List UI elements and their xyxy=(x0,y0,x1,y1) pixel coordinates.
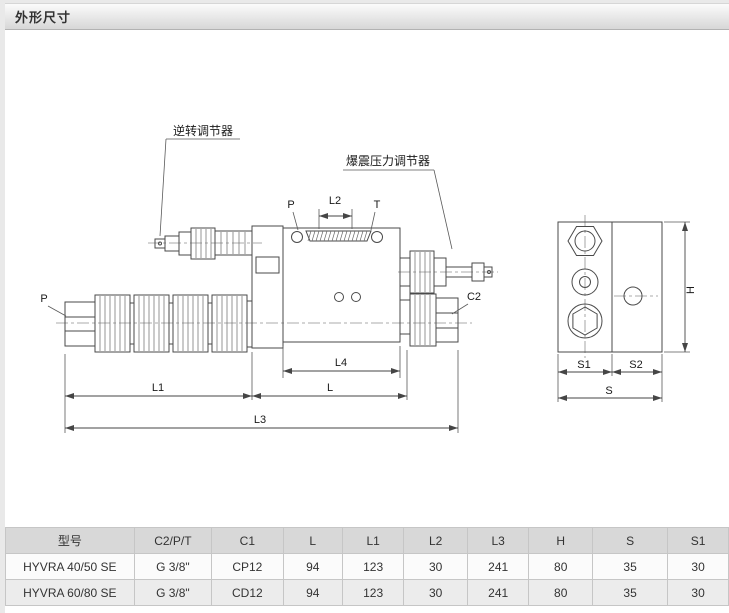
label-port-p-top: P xyxy=(287,199,294,211)
label-knock-adjuster: 爆震压力调节器 xyxy=(346,154,430,168)
table-cell: HYVRA 40/50 SE xyxy=(5,553,135,580)
col-header-c2pt: C2/P/T xyxy=(133,527,213,554)
label-dim-s1: S1 xyxy=(577,359,590,371)
table-cell: 123 xyxy=(341,553,405,580)
table-cell: 35 xyxy=(592,553,669,580)
top-dimensions: P L2 T xyxy=(287,195,381,231)
table-cell: 80 xyxy=(528,579,594,606)
label-dim-h: H xyxy=(685,286,697,294)
col-header-l1: L1 xyxy=(341,527,405,554)
content-panel: 外形尺寸 逆转调节器 爆震压力调节器 xyxy=(5,3,729,613)
label-dim-s2: S2 xyxy=(629,359,642,371)
side-dimensions: H S1 S2 S xyxy=(557,221,697,402)
label-port-c2: C2 xyxy=(467,291,481,303)
table-row-hyvra-6080: HYVRA 60/80 SE G 3/8" CD12 94 123 30 241… xyxy=(5,579,729,606)
col-header-s1: S1 xyxy=(667,527,729,554)
table-cell: 94 xyxy=(282,553,343,580)
col-header-l: L xyxy=(282,527,343,554)
callout-knock-adjuster: 爆震压力调节器 xyxy=(343,154,453,250)
table-cell: CD12 xyxy=(211,579,284,606)
col-header-s: S xyxy=(592,527,669,554)
label-dim-l2: L2 xyxy=(329,195,341,207)
label-dim-l: L xyxy=(327,382,333,394)
label-dim-l3: L3 xyxy=(254,414,266,426)
table-cell: CP12 xyxy=(211,553,284,580)
table-cell: 30 xyxy=(403,553,468,580)
callout-reverse-adjuster: 逆转调节器 xyxy=(159,123,240,237)
label-port-p-left: P xyxy=(40,293,47,305)
col-header-l2: L2 xyxy=(403,527,468,554)
label-dim-l4: L4 xyxy=(335,357,347,369)
table-cell: 241 xyxy=(466,553,530,580)
col-header-h: H xyxy=(528,527,594,554)
section-header-bar: 外形尺寸 xyxy=(5,3,729,30)
section-title: 外形尺寸 xyxy=(15,10,72,25)
table-cell: 35 xyxy=(592,579,669,606)
label-port-t: T xyxy=(374,199,381,211)
table-cell: 30 xyxy=(667,553,729,580)
table-cell: 30 xyxy=(667,579,729,606)
table-cell: 80 xyxy=(528,553,594,580)
label-reverse-adjuster: 逆转调节器 xyxy=(173,123,233,138)
table-cell: 94 xyxy=(282,579,343,606)
table-cell: 241 xyxy=(466,579,530,606)
col-header-model: 型号 xyxy=(5,527,135,554)
side-view xyxy=(557,215,663,358)
col-header-l3: L3 xyxy=(466,527,530,554)
table-row-hyvra-4050: HYVRA 40/50 SE G 3/8" CP12 94 123 30 241… xyxy=(5,553,729,580)
table-cell: G 3/8" xyxy=(133,579,213,606)
table-header-row: 型号 C2/P/T C1 L L1 L2 L3 H S S1 xyxy=(5,527,729,554)
dimension-drawing: 逆转调节器 爆震压力调节器 xyxy=(40,123,697,433)
front-view: P xyxy=(40,225,498,353)
col-header-c1: C1 xyxy=(211,527,284,554)
table-cell: 123 xyxy=(341,579,405,606)
label-dim-s: S xyxy=(605,385,612,397)
front-dimensions: L4 L1 L L3 xyxy=(64,346,459,433)
table-cell: 30 xyxy=(403,579,468,606)
table-cell: G 3/8" xyxy=(133,553,213,580)
table-cell: HYVRA 60/80 SE xyxy=(5,579,135,606)
drawing-area: 逆转调节器 爆震压力调节器 xyxy=(5,30,729,527)
label-dim-l1: L1 xyxy=(152,382,164,394)
spec-table: 型号 C2/P/T C1 L L1 L2 L3 H S S1 HYVRA 40/… xyxy=(5,527,729,606)
